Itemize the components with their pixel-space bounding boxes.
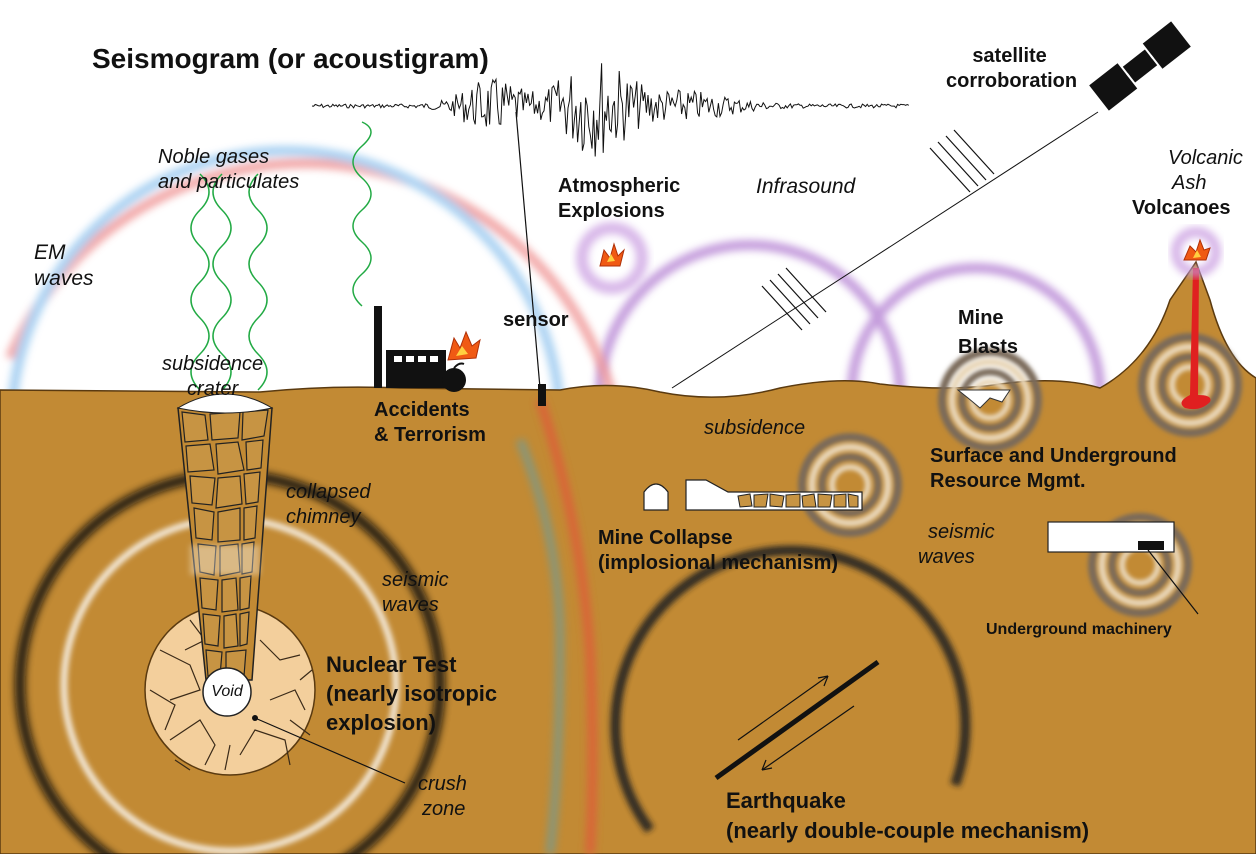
label-void: Void	[211, 683, 243, 700]
label-nuclear-line3: explosion)	[326, 710, 437, 735]
label-em-line2: waves	[34, 267, 94, 290]
label-earthquake-line2: (nearly double-couple mechanism)	[726, 818, 1090, 843]
mine-blast-crater	[956, 389, 1011, 409]
label-accidents: Accidents & Terrorism	[374, 398, 486, 448]
label-noble-gases: Noble gases and particulates	[158, 145, 299, 195]
label-crush-zone: crush zone	[418, 772, 467, 822]
label-seismic-right-line2: waves	[918, 546, 975, 568]
label-accidents-line2: & Terrorism	[374, 424, 486, 446]
label-noble-line1: Noble gases	[158, 146, 270, 168]
label-minecollapse-line1: Mine Collapse	[598, 527, 733, 549]
satellite-hatch	[761, 129, 995, 331]
label-nuclear-line1: Nuclear Test	[326, 652, 457, 677]
label-accidents-line1: Accidents	[374, 399, 470, 421]
label-underground-machinery: Underground machinery	[986, 621, 1172, 638]
underground-machinery-icon	[1047, 521, 1199, 615]
label-chimney-line1: collapsed	[286, 481, 371, 503]
label-volcanic-ash: Volcanic Ash	[1168, 146, 1243, 196]
bomb-icon	[442, 362, 466, 392]
label-ash-line2: Ash	[1172, 172, 1207, 194]
label-infrasound: Infrasound	[756, 175, 856, 198]
label-sensor: sensor	[503, 309, 569, 331]
label-subsidence: subsidence	[704, 417, 806, 439]
label-subsidence-crater: subsidence crater	[162, 352, 263, 402]
seismogram-trace	[311, 63, 910, 157]
void	[202, 667, 252, 717]
factory-icon	[374, 306, 446, 388]
infrasound-waves	[595, 240, 1105, 396]
earthquake-fault	[714, 659, 880, 781]
atmospheric-explosion	[576, 222, 648, 294]
sensor-icon	[515, 111, 546, 406]
label-collapsed-chimney: collapsed chimney	[286, 480, 371, 530]
label-em-waves: EM waves	[34, 240, 94, 292]
label-crater-line1: subsidence	[162, 353, 264, 375]
label-mine-collapse: Mine Collapse (implosional mechanism)	[598, 526, 838, 576]
label-seismic-left-line2: waves	[382, 594, 439, 616]
label-volcanoes: Volcanoes	[1132, 197, 1231, 219]
label-satellite-line2: corroboration	[946, 70, 1078, 92]
label-atmospheric-explosions: Atmospheric Explosions	[558, 174, 680, 224]
label-ash-line1: Volcanic	[1168, 147, 1243, 169]
em-waves-underground	[515, 398, 597, 854]
label-em-line1: EM	[34, 241, 66, 264]
label-minecollapse-line2: (implosional mechanism)	[598, 552, 839, 574]
label-seismic-waves-right: seismic waves	[918, 520, 995, 570]
volcano-icon	[1171, 227, 1221, 277]
label-crush-line1: crush	[418, 773, 467, 795]
crush-zone-pointer	[254, 717, 406, 784]
label-mine-blasts: Mine Blasts	[958, 306, 1018, 360]
label-chimney-line2: chimney	[286, 506, 361, 528]
satellite-line	[671, 111, 1099, 389]
satellite-icon	[1089, 21, 1191, 111]
label-crater-line2: crater	[187, 378, 239, 400]
noble-gas-plumes	[190, 121, 372, 391]
fire-icon	[447, 330, 481, 361]
label-surface-line1: Surface and Underground	[930, 445, 1177, 467]
label-seismic-right-line1: seismic	[928, 521, 995, 543]
label-atmo-line1: Atmospheric	[558, 175, 681, 197]
label-noble-line2: and particulates	[158, 171, 300, 193]
label-surface-line2: Resource Mgmt.	[930, 470, 1086, 492]
label-satellite-line1: satellite	[972, 45, 1047, 67]
em-waves	[5, 145, 625, 441]
magma-conduit	[1181, 268, 1211, 410]
mine-tunnel	[643, 479, 863, 511]
earthquake-wave	[610, 545, 971, 833]
label-satellite: satellite corroboration	[942, 44, 1077, 94]
label-surface-underground: Surface and Underground Resource Mgmt.	[930, 444, 1177, 494]
label-earthquake-line1: Earthquake	[726, 788, 846, 813]
label-earthquake: Earthquake (nearly double-couple mechani…	[726, 786, 1089, 846]
label-seismic-waves-left: seismic waves	[382, 568, 449, 618]
page-title: Seismogram (or acoustigram)	[92, 43, 489, 74]
label-seismic-left-line1: seismic	[382, 569, 449, 591]
label-nuclear-test: Nuclear Test (nearly isotropic explosion…	[326, 650, 497, 737]
label-mineblast-line2: Blasts	[958, 336, 1019, 358]
label-mineblast-line1: Mine	[958, 307, 1004, 329]
label-atmo-line2: Explosions	[558, 200, 665, 222]
collapsed-chimney	[176, 393, 274, 681]
label-nuclear-line2: (nearly isotropic	[326, 681, 498, 706]
label-crush-line2: zone	[422, 798, 466, 820]
